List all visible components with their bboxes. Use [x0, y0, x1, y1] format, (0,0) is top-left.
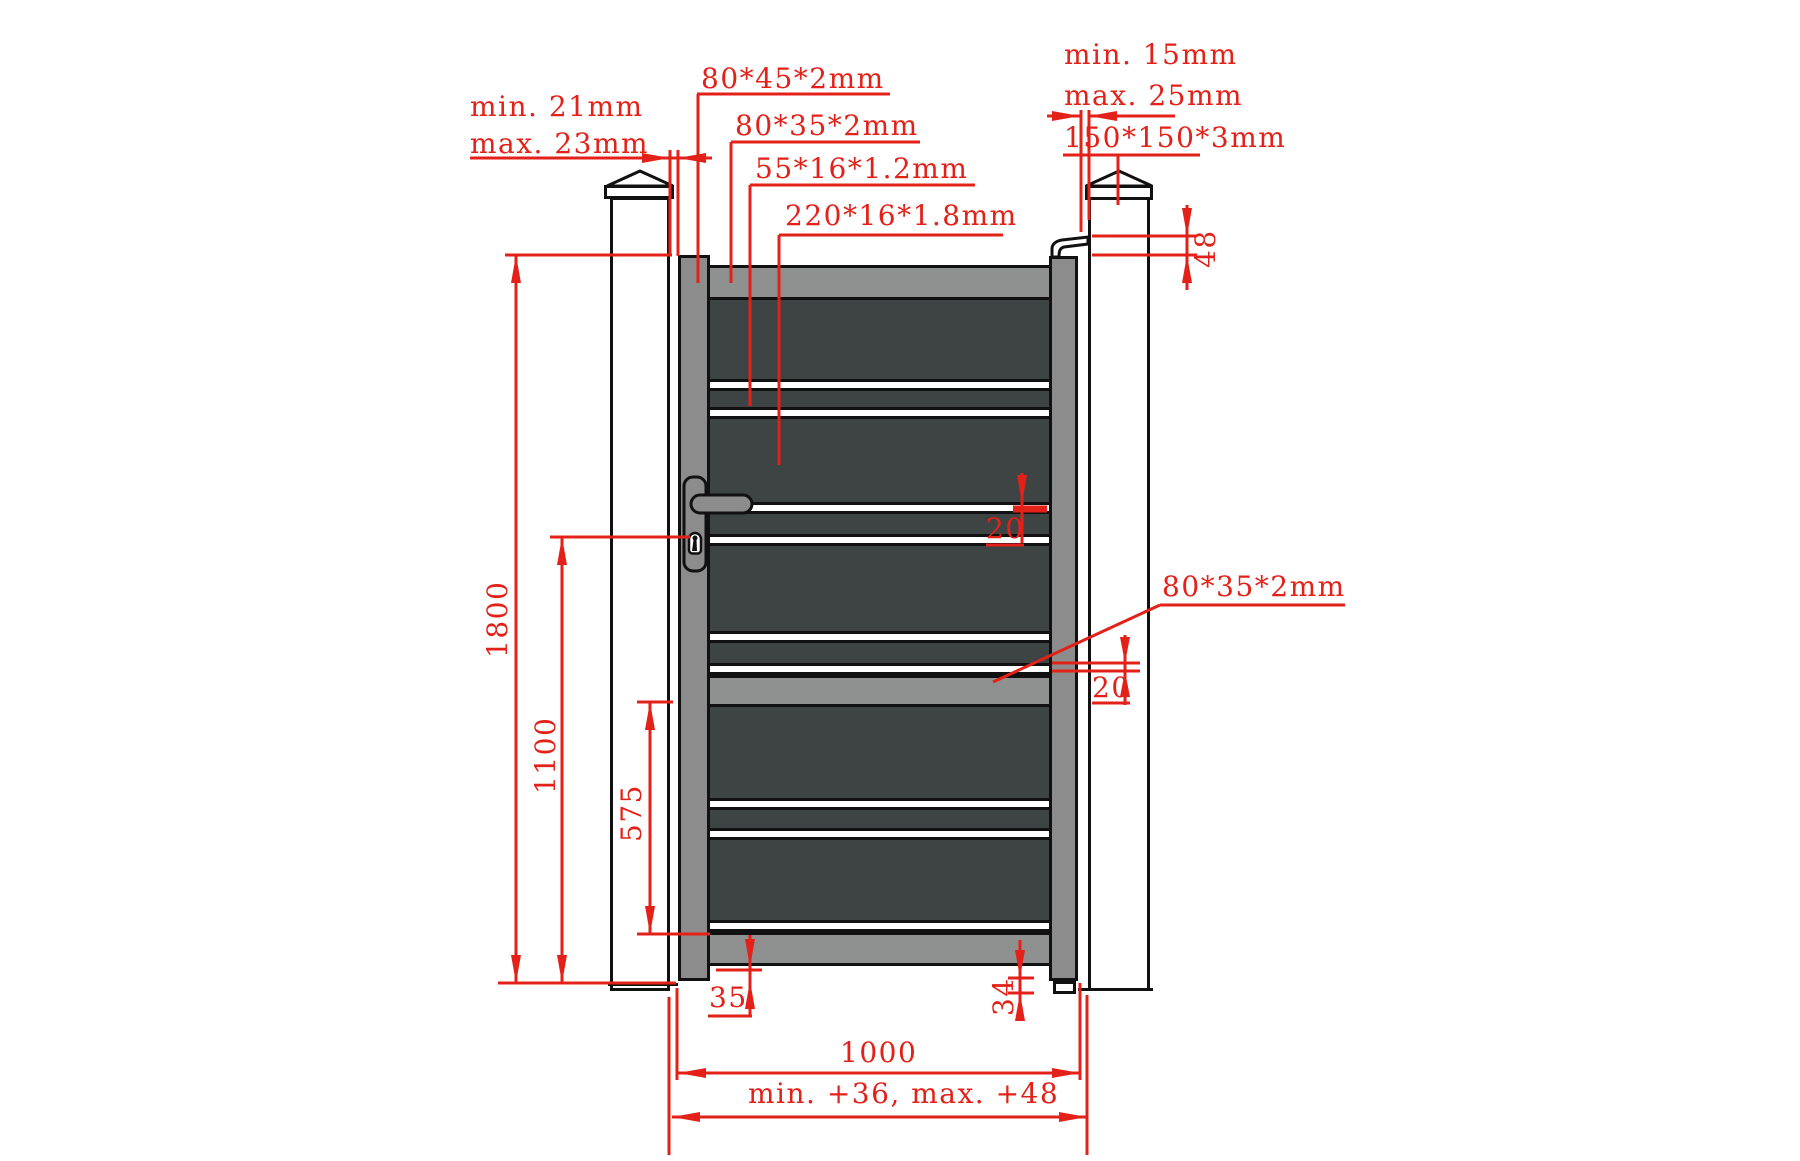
label-slat-gap-lower: 20: [1092, 671, 1131, 704]
gate-hinge-stile: [678, 255, 710, 981]
leader-post-profile: [1063, 153, 1200, 205]
gate-lock-stile: [1049, 256, 1078, 981]
label-caster-height: 34: [987, 977, 1020, 1016]
label-panel-profile: 220*16*1.8mm: [785, 199, 1018, 232]
dim-gate-height: [498, 253, 676, 985]
leader-stile-profile: [696, 92, 890, 283]
dim-latch-offset: [1092, 205, 1197, 290]
label-left-gap-max: max. 23mm: [470, 127, 650, 160]
gate-slat: [710, 798, 1049, 810]
leader-slat-profile: [748, 183, 975, 406]
right-post-base-line: [1078, 988, 1153, 991]
gate-foot-block: [1053, 981, 1076, 994]
gate-slat: [710, 534, 1049, 546]
dim-slat-gap-lower: [1052, 635, 1140, 705]
label-gate-width: 1000: [840, 1036, 918, 1069]
label-latch-offset: 48: [1189, 229, 1222, 268]
gate-slat: [710, 379, 1049, 391]
dim-slat-gap-upper: [986, 473, 1047, 547]
gate-slat: [710, 407, 1049, 419]
left-post-roof-icon: [606, 169, 674, 188]
gate-slat: [710, 631, 1049, 643]
keyhole-slot-icon: [692, 540, 697, 551]
dim-opening-span: [667, 995, 1089, 1155]
dim-bottom-inset: [708, 935, 762, 1018]
label-right-gap-max: max. 25mm: [1064, 79, 1244, 112]
leader-mid-rail-profile: [992, 603, 1345, 684]
keyhole-icon: [692, 535, 698, 541]
label-right-gap-min: min. 15mm: [1064, 38, 1238, 71]
handle-lever: [689, 493, 754, 515]
dim-lock-height: [550, 535, 690, 983]
label-lower-span: 575: [615, 784, 648, 842]
label-gate-height: 1800: [481, 580, 514, 658]
label-lock-height: 1100: [529, 716, 562, 794]
label-post-profile: 150*150*3mm: [1064, 121, 1287, 154]
label-opening-span: min. +36, max. +48: [748, 1077, 1060, 1110]
dim-caster-height: [1008, 940, 1034, 1021]
gate-slat: [710, 828, 1049, 840]
gate-slat: [710, 502, 1049, 514]
gate-panel-area: [710, 265, 1049, 966]
label-top-rail-profile: 80*35*2mm: [735, 109, 919, 142]
label-mid-rail-profile: 80*35*2mm: [1162, 570, 1346, 603]
left-post-body: [610, 197, 670, 991]
label-bottom-inset: 35: [709, 981, 748, 1014]
label-left-gap-min: min. 21mm: [470, 90, 644, 123]
gate-top-rail: [710, 265, 1049, 300]
gate-slat: [710, 920, 1049, 932]
label-stile-profile: 80*45*2mm: [701, 62, 885, 95]
dim-left-gap: [470, 150, 712, 256]
label-slat-gap-upper: 20: [986, 512, 1025, 545]
dim-right-gap: [1047, 110, 1175, 232]
label-slat-profile: 55*16*1.2mm: [755, 152, 969, 185]
latch-hook-icon: [1050, 235, 1090, 259]
leader-top-rail-profile: [729, 140, 920, 283]
gate-middle-rail: [710, 675, 1049, 707]
leader-panel-profile: [777, 233, 1003, 465]
gate-slat: [710, 663, 1049, 675]
gate-bottom-rail: [710, 932, 1049, 966]
dim-lower-span: [637, 700, 710, 936]
dim-gate-width: [675, 983, 1082, 1080]
